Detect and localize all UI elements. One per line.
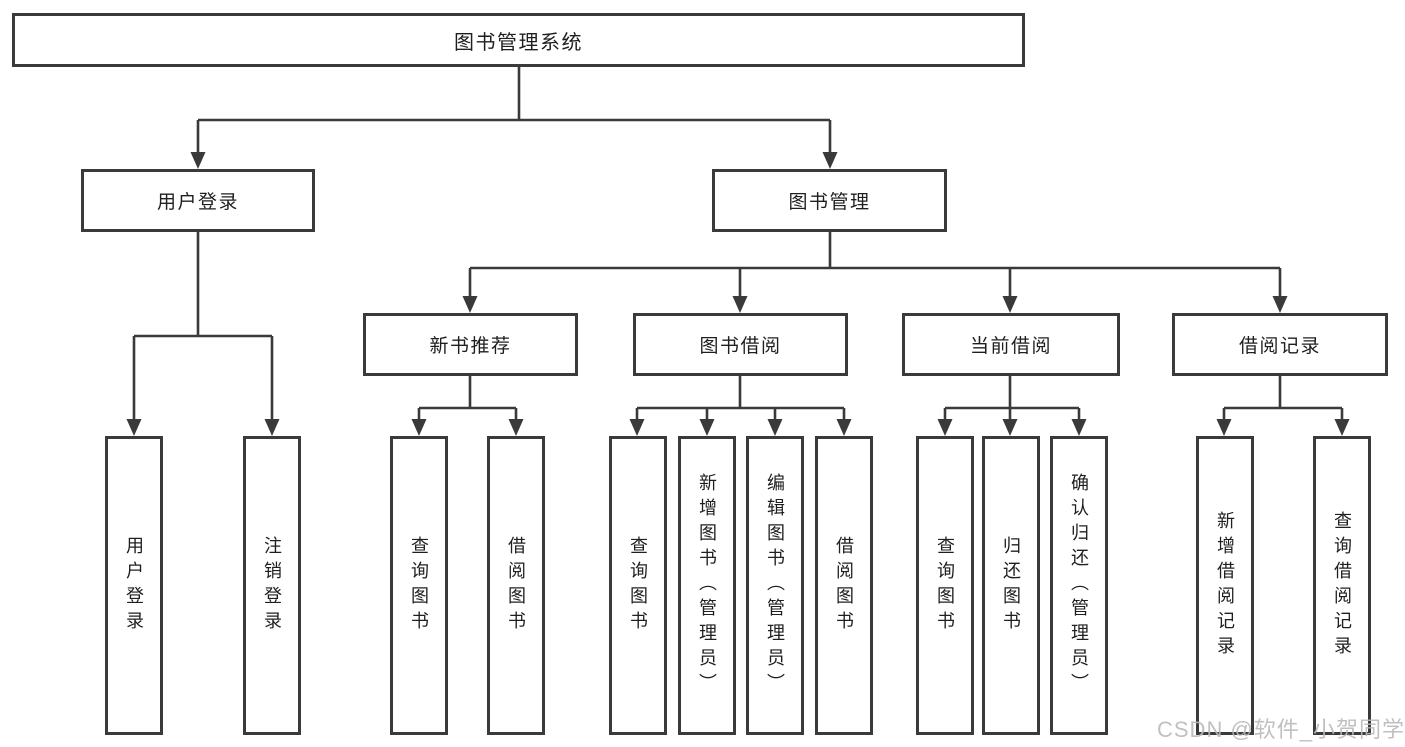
node-logout: 注销登录 <box>243 436 301 735</box>
node-label: 借阅图书 <box>506 535 526 636</box>
node-label: 归还图书 <box>1001 535 1021 636</box>
arrowhead <box>1272 296 1288 313</box>
node-book-borrowing: 图书借阅 <box>633 313 848 376</box>
node-query-books-borrowing: 查询图书 <box>609 436 667 735</box>
node-label: 用户登录 <box>124 535 144 636</box>
node-label: 图书管理系统 <box>454 31 583 54</box>
node-borrow-books-recommend: 借阅图书 <box>487 436 545 735</box>
node-label: 查询图书 <box>628 535 648 636</box>
arrowhead <box>1071 419 1087 436</box>
csdn-watermark: CSDN @软件_小贺同学 <box>1157 717 1405 742</box>
node-book-management: 图书管理 <box>712 169 947 232</box>
node-return-books: 归还图书 <box>982 436 1040 735</box>
node-query-books-current: 查询图书 <box>916 436 974 735</box>
node-library-management-system: 图书管理系统 <box>12 13 1025 67</box>
arrowhead <box>411 419 427 436</box>
node-confirm-return-admin: 确认归还（管理员） <box>1050 436 1108 735</box>
arrowhead <box>126 419 142 436</box>
node-query-books-recommend: 查询图书 <box>390 436 448 735</box>
arrowhead <box>264 419 280 436</box>
node-label: 查询图书 <box>935 535 955 636</box>
node-label: 图书管理 <box>788 192 871 213</box>
node-label: 查询借阅记录 <box>1332 510 1352 661</box>
arrowhead <box>1002 419 1018 436</box>
arrowhead <box>732 296 748 313</box>
node-label: 注销登录 <box>262 535 282 636</box>
node-borrow-books-leaf: 借阅图书 <box>815 436 873 735</box>
arrowhead <box>1002 296 1018 313</box>
arrowhead <box>767 419 783 436</box>
arrowhead <box>1334 419 1350 436</box>
arrowhead <box>699 419 715 436</box>
node-label: 用户登录 <box>156 192 239 213</box>
node-label: 新书推荐 <box>429 336 512 357</box>
node-user-login-leaf: 用户登录 <box>105 436 163 735</box>
node-edit-books-admin: 编辑图书（管理员） <box>746 436 804 735</box>
node-label: 借阅图书 <box>834 535 854 636</box>
node-query-borrow-record: 查询借阅记录 <box>1313 436 1371 735</box>
node-label: 新增借阅记录 <box>1215 510 1235 661</box>
arrowhead <box>508 419 524 436</box>
node-add-books-admin: 新增图书（管理员） <box>678 436 736 735</box>
arrowhead <box>462 296 478 313</box>
node-add-borrow-record: 新增借阅记录 <box>1196 436 1254 735</box>
arrowhead <box>822 152 838 169</box>
node-label: 确认归还（管理员） <box>1069 473 1089 698</box>
arrowhead <box>1216 419 1232 436</box>
node-current-borrowing: 当前借阅 <box>902 313 1120 376</box>
arrowhead <box>937 419 953 436</box>
node-borrowing-records: 借阅记录 <box>1172 313 1388 376</box>
arrowhead <box>836 419 852 436</box>
node-label: 查询图书 <box>409 535 429 636</box>
node-label: 新增图书（管理员） <box>697 473 717 698</box>
arrowhead <box>629 419 645 436</box>
node-label: 图书借阅 <box>699 336 782 357</box>
node-label: 当前借阅 <box>969 336 1052 357</box>
node-user-login: 用户登录 <box>81 169 315 232</box>
node-label: 编辑图书（管理员） <box>765 473 785 698</box>
node-label: 借阅记录 <box>1238 336 1321 357</box>
node-new-book-recommendation: 新书推荐 <box>363 313 578 376</box>
arrowhead <box>190 152 206 169</box>
